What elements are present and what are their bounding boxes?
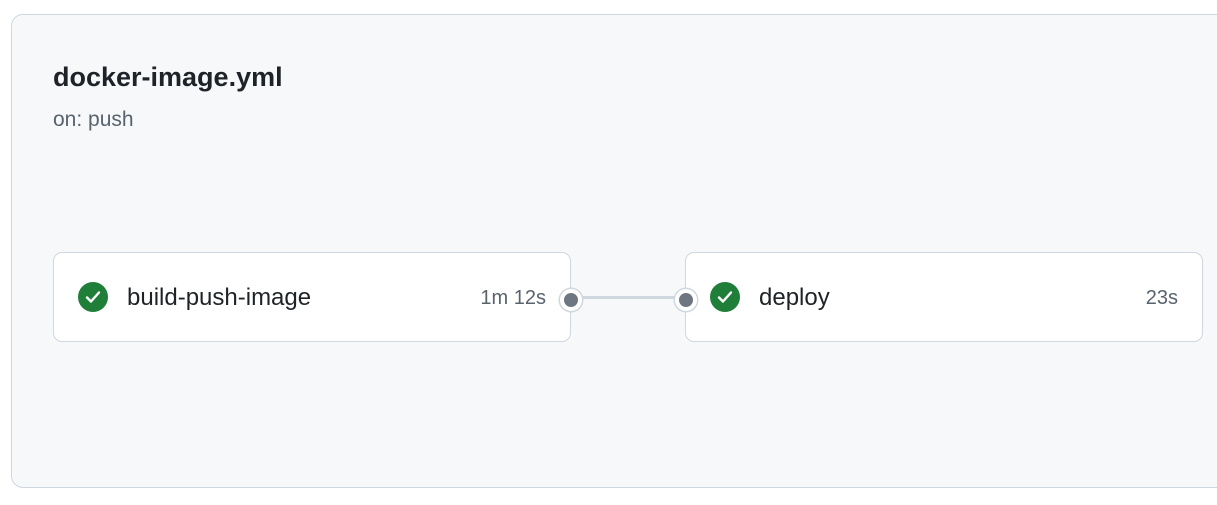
- output-node-dot: [560, 289, 582, 311]
- job-card-build-push-image[interactable]: build-push-image 1m 12s: [53, 252, 571, 342]
- input-node-dot: [675, 289, 697, 311]
- job-name: build-push-image: [127, 284, 312, 311]
- job-duration: 23s: [1145, 287, 1178, 309]
- workflow-trigger: on: push: [53, 108, 134, 131]
- workflow-graph-panel: [11, 14, 1217, 488]
- check-circle-icon: [710, 282, 740, 312]
- job-name: deploy: [759, 284, 830, 311]
- workflow-title: docker-image.yml: [53, 62, 283, 92]
- job-card-deploy[interactable]: deploy 23s: [685, 252, 1203, 342]
- check-circle-icon: [78, 282, 108, 312]
- job-duration: 1m 12s: [480, 287, 546, 309]
- job-connector-line: [580, 296, 680, 299]
